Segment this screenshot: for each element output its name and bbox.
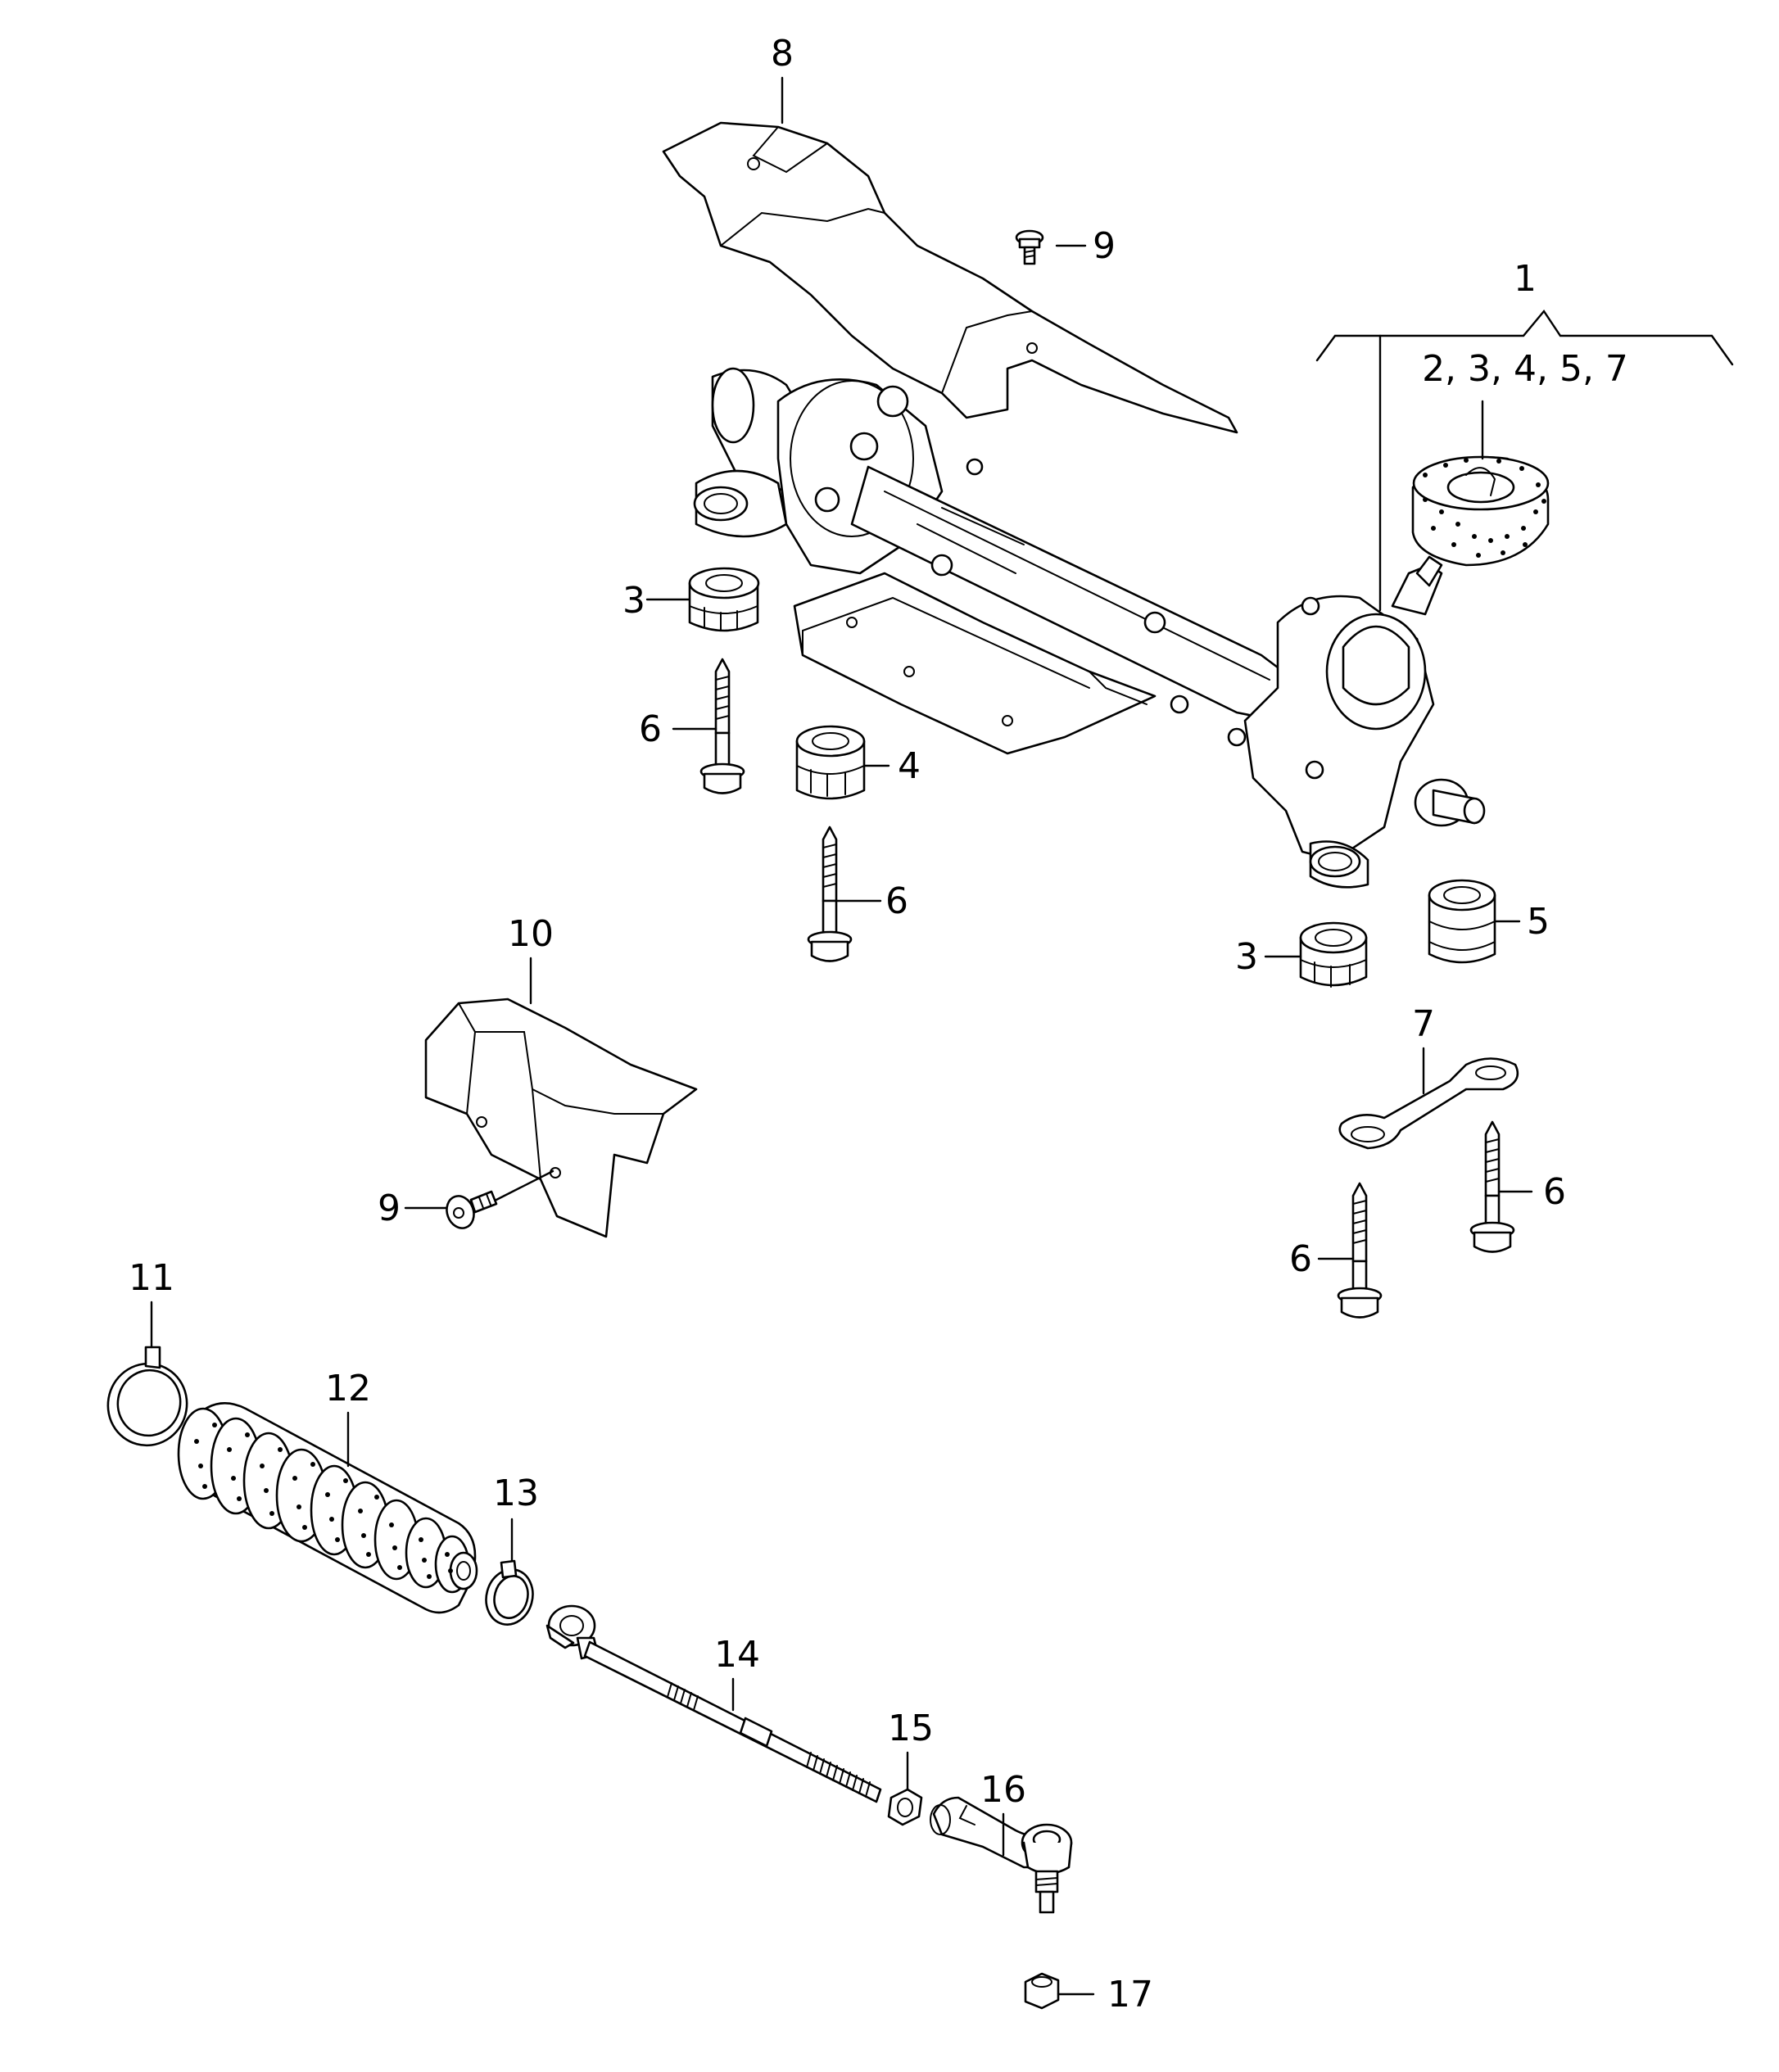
callout-17: 17 xyxy=(1107,1974,1153,2015)
callout-11: 11 xyxy=(129,1257,174,1299)
callout-6-c: 6 xyxy=(1543,1171,1566,1213)
callout-9-lower: 9 xyxy=(378,1188,401,1229)
callout-labels: 1 2, 3, 4, 5, 7 3 3 4 5 6 6 6 6 7 8 9 9 … xyxy=(129,33,1628,2015)
callout-14: 14 xyxy=(714,1634,760,1676)
part-6-bolt-c[interactable] xyxy=(1469,1120,1515,1253)
part-1-steering-rack[interactable] xyxy=(693,367,1486,889)
part-3-bushing-left[interactable] xyxy=(688,567,760,632)
part-12-boot[interactable] xyxy=(177,1402,478,1614)
callout-5: 5 xyxy=(1527,901,1550,943)
part-2-rubber-mount[interactable] xyxy=(1411,455,1550,567)
part-5-bushing[interactable] xyxy=(1428,879,1496,964)
callout-1: 1 xyxy=(1514,258,1537,300)
callout-9-upper: 9 xyxy=(1093,225,1116,267)
part-9-bolt-upper[interactable] xyxy=(1015,229,1044,265)
leader-lines xyxy=(150,76,1734,1996)
part-7-strap[interactable] xyxy=(1338,1057,1519,1150)
part-14-tie-rod[interactable] xyxy=(545,1604,882,1803)
callout-16: 16 xyxy=(980,1769,1026,1811)
callout-8: 8 xyxy=(771,33,794,75)
part-11-clamp[interactable] xyxy=(99,1346,197,1454)
callout-6-b: 6 xyxy=(885,880,908,922)
callout-13: 13 xyxy=(493,1473,539,1514)
part-15-nut[interactable] xyxy=(887,1788,923,1826)
callout-1-group: 2, 3, 4, 5, 7 xyxy=(1422,348,1628,390)
part-10-heat-shield[interactable] xyxy=(424,998,698,1238)
part-6-bolt-b[interactable] xyxy=(807,826,853,962)
callout-3-right: 3 xyxy=(1235,936,1258,978)
part-4-bushing[interactable] xyxy=(795,725,866,800)
part-3-bushing-right[interactable] xyxy=(1299,921,1368,988)
callout-6-d: 6 xyxy=(1289,1238,1312,1280)
part-16-tie-rod-end[interactable] xyxy=(930,1796,1073,1914)
part-13-clamp[interactable] xyxy=(480,1559,539,1630)
callout-6-a: 6 xyxy=(639,708,662,750)
part-9-bolt-lower[interactable] xyxy=(442,1190,498,1232)
callout-10: 10 xyxy=(508,913,554,955)
callout-4: 4 xyxy=(898,745,921,787)
callout-7: 7 xyxy=(1412,1003,1435,1045)
part-6-bolt-d[interactable] xyxy=(1337,1182,1383,1319)
callout-3-left: 3 xyxy=(622,580,645,622)
part-8-heat-shield[interactable] xyxy=(662,121,1238,434)
callout-12: 12 xyxy=(325,1368,371,1409)
part-6-bolt-a[interactable] xyxy=(699,658,745,794)
part-17-nut[interactable] xyxy=(1024,1972,1060,2010)
callout-15: 15 xyxy=(888,1708,934,1749)
